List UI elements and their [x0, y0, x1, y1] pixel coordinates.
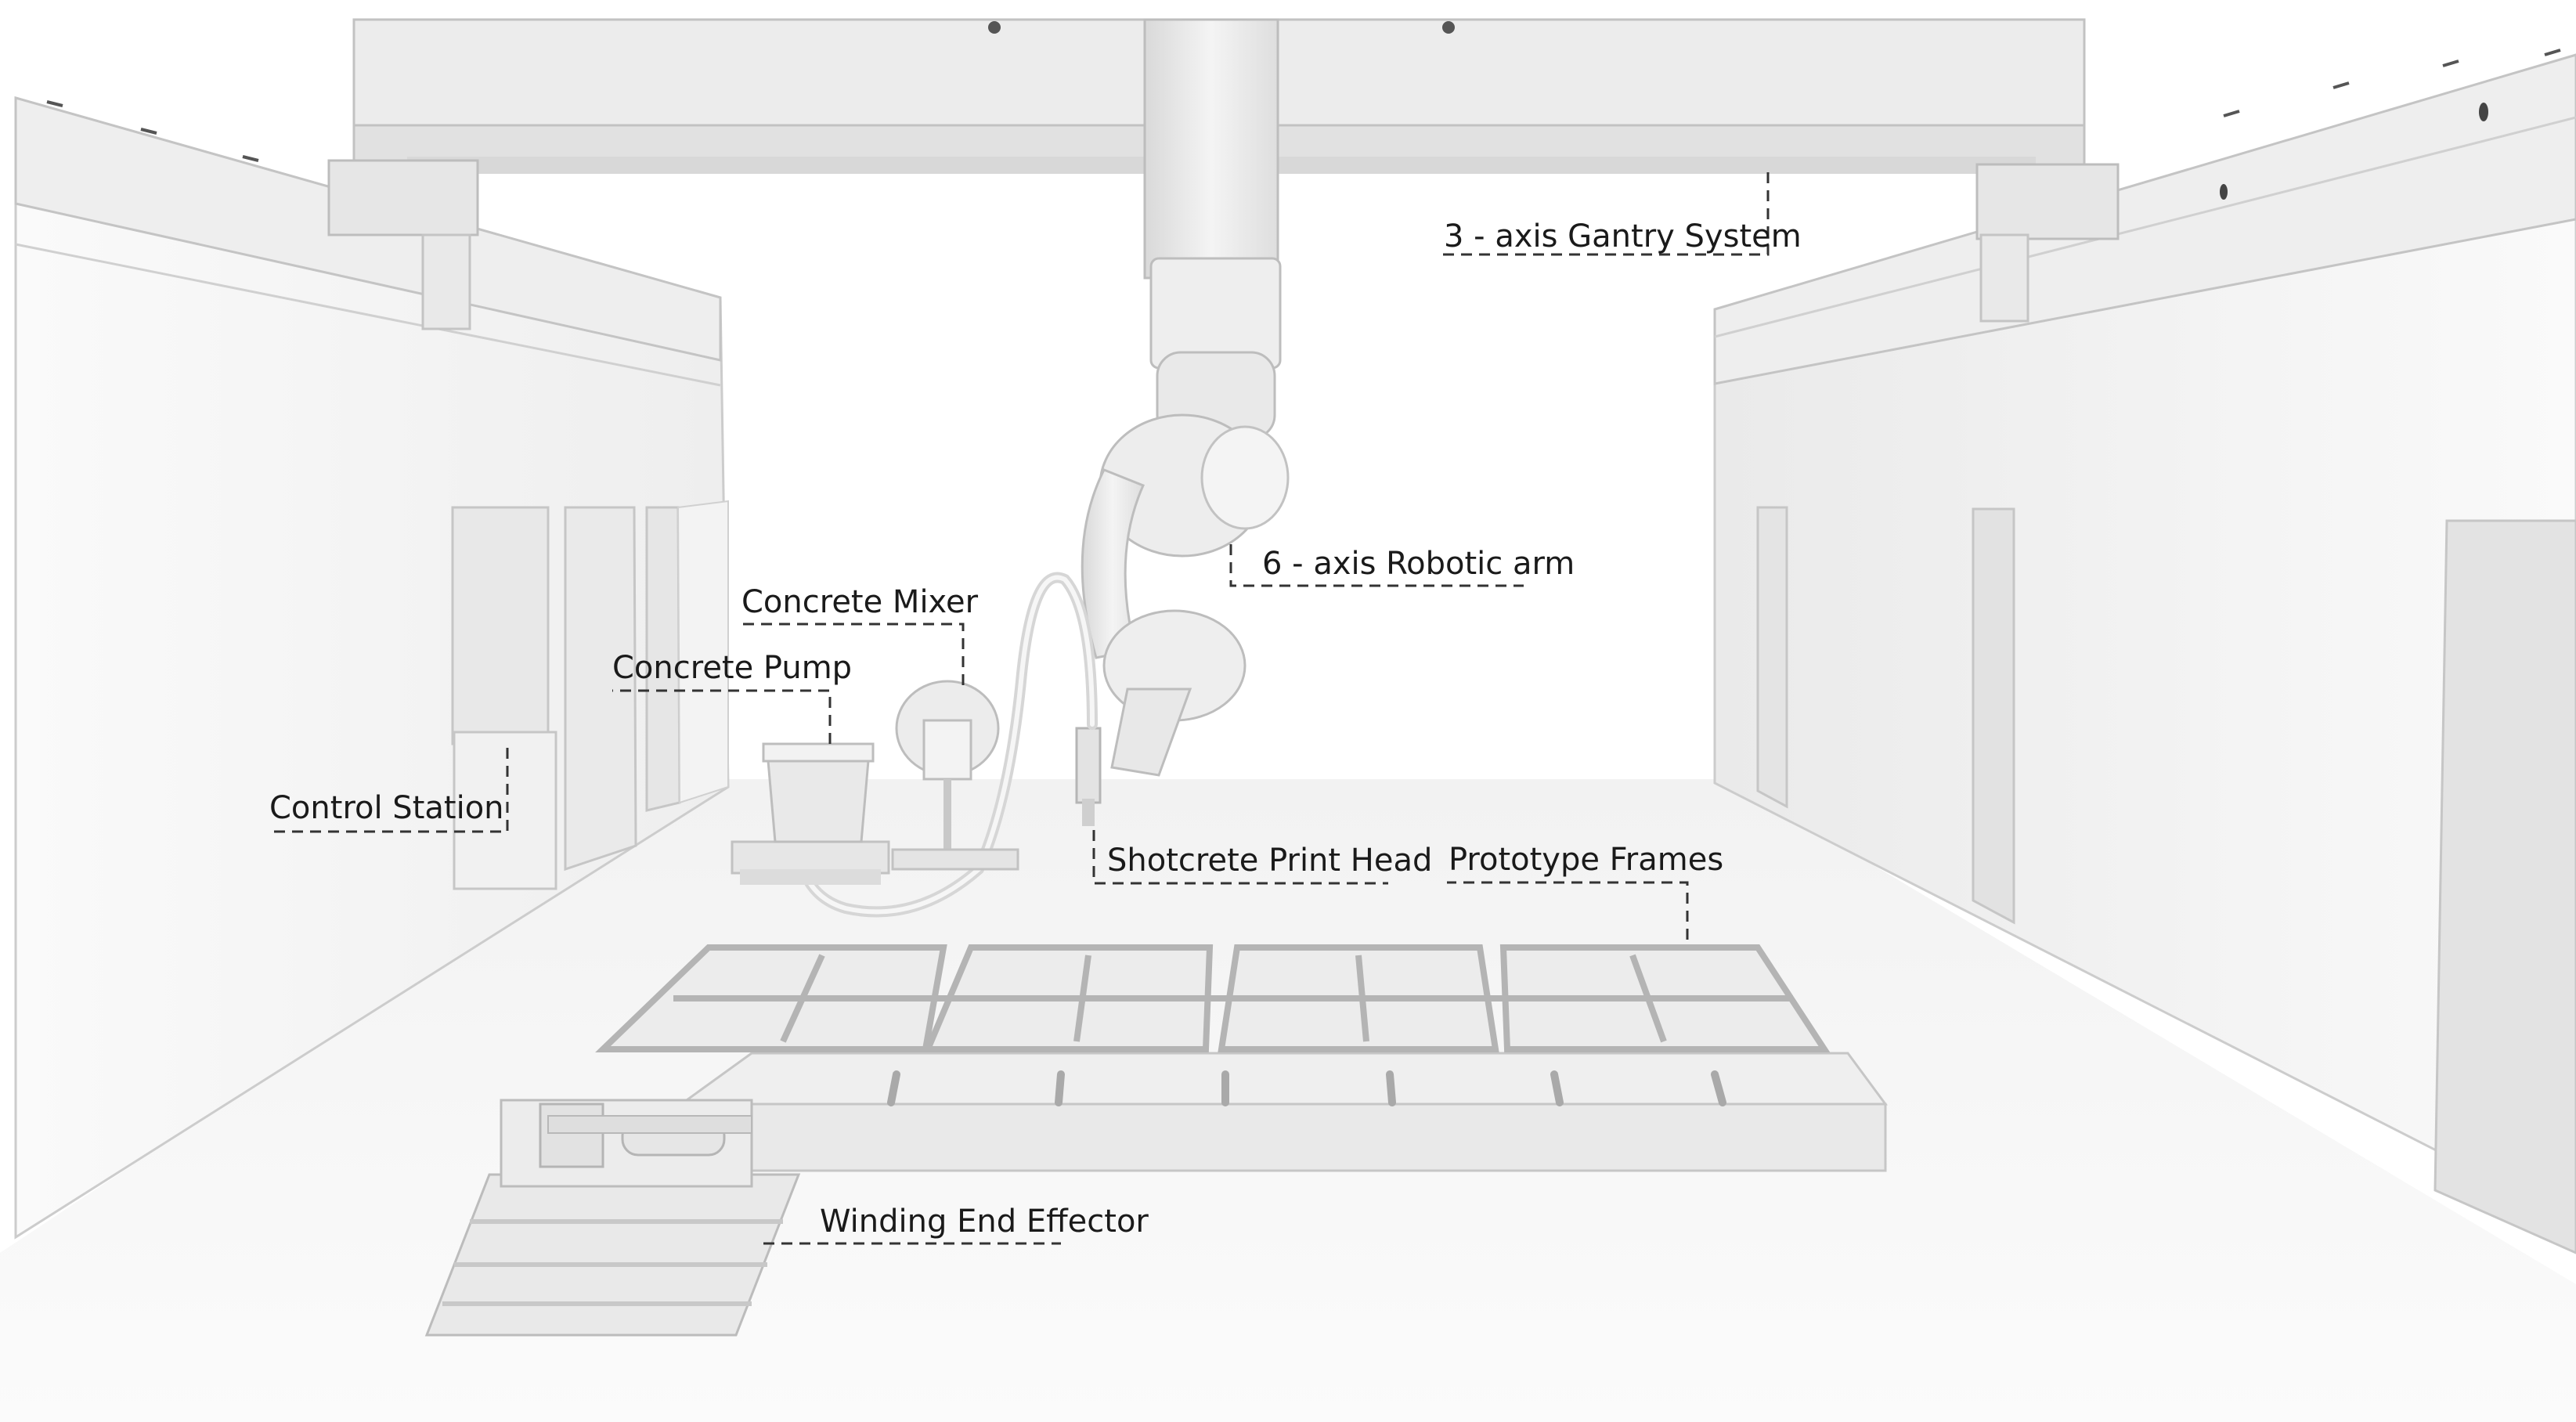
callout-labels: 3 - axis Gantry System 6 - axis Robotic …	[269, 218, 1802, 1240]
prototype-frames	[595, 944, 1831, 1052]
label-pump: Concrete Pump	[612, 650, 852, 686]
platform-top	[677, 1052, 1888, 1106]
label-gantry: 3 - axis Gantry System	[1444, 218, 1802, 254]
concrete-pump	[731, 742, 890, 885]
label-winding-effector: Winding End Effector	[820, 1204, 1149, 1240]
robot-column	[1143, 18, 1279, 280]
label-robot-arm: 6 - axis Robotic arm	[1262, 546, 1575, 582]
platform-side	[680, 1103, 1887, 1172]
prototype-platform	[677, 1052, 1888, 1172]
left-openings	[451, 500, 729, 890]
print-head-nozzle	[1075, 727, 1102, 804]
right-rail-marks	[2223, 49, 2561, 117]
label-prototype-frames: Prototype Frames	[1449, 842, 1723, 878]
leader-control-station	[268, 748, 509, 833]
right-openings	[1756, 506, 2576, 1254]
leader-prototype-frames	[1447, 881, 1689, 940]
label-mixer: Concrete Mixer	[741, 584, 979, 620]
pallet	[424, 1173, 801, 1337]
robot-forearm	[1110, 688, 1192, 777]
leader-gantry	[1442, 172, 1770, 256]
leader-mixer	[736, 623, 965, 685]
robot-arm	[792, 18, 1290, 918]
room	[0, 49, 2576, 1422]
right-wall-ledge	[1713, 53, 2576, 385]
concrete-mixer	[891, 680, 1019, 871]
label-control-station: Control Station	[269, 790, 504, 826]
callout-leaders	[268, 172, 1770, 1245]
winding-end-effector	[424, 1099, 801, 1337]
leader-robot-arm	[1229, 544, 1524, 587]
gantry-truck-right	[1975, 163, 2120, 240]
gantry-truck-left	[327, 159, 479, 236]
leader-pump	[612, 689, 832, 744]
label-print-head: Shotcrete Print Head	[1107, 843, 1432, 879]
